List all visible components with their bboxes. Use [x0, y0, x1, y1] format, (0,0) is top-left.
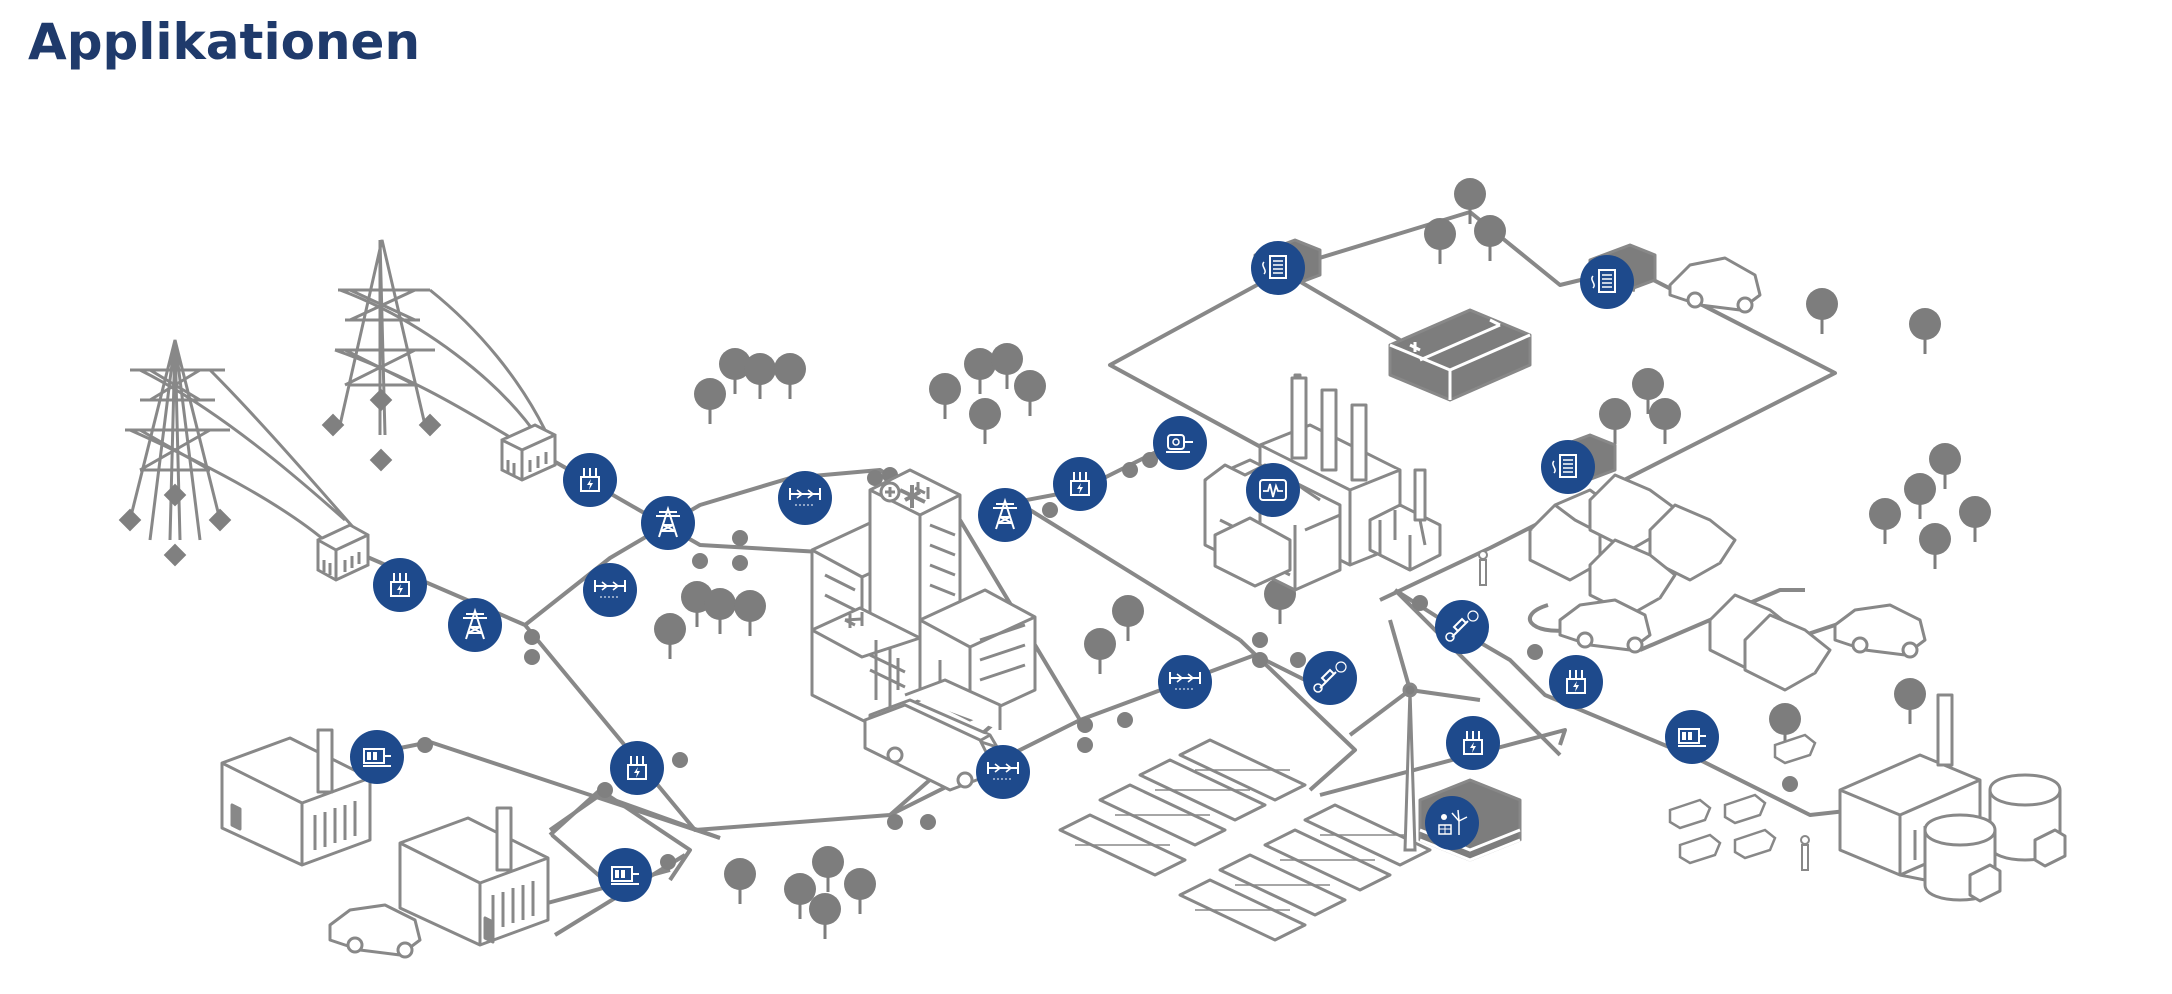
badge-generator-2	[598, 848, 652, 902]
badge-transformer-east	[1549, 655, 1603, 709]
power-plant-west	[220, 728, 372, 867]
badge-transformer-south	[610, 741, 664, 795]
badge-tower-west-2	[641, 496, 695, 550]
badge-motor	[1153, 416, 1207, 470]
badge-ev-charger-1	[1303, 651, 1357, 705]
badge-battery-storage-2	[1580, 255, 1634, 309]
cows	[1668, 733, 1817, 865]
hospital-building	[810, 468, 1037, 726]
badge-transformer-west-1	[373, 558, 427, 612]
badge-battery-storage-3	[1541, 440, 1595, 494]
badge-generator-1	[350, 730, 404, 784]
badge-battery-storage-1	[1251, 241, 1305, 295]
power-tower-west	[125, 339, 362, 547]
factory-building	[1203, 373, 1442, 592]
badge-transformer-wind	[1446, 716, 1500, 770]
badge-sync-3	[976, 745, 1030, 799]
people	[1478, 550, 1810, 871]
cars	[328, 256, 1927, 959]
page-title: Applikationen	[28, 13, 421, 71]
badge-sync-4	[1158, 655, 1212, 709]
biogas-plant	[1838, 693, 2067, 903]
badge-transformer-center	[1053, 457, 1107, 511]
badge-transformer-west-2	[563, 453, 617, 507]
wind-turbine	[1348, 619, 1481, 852]
badge-sync-1	[583, 563, 637, 617]
badge-power-quality	[1246, 463, 1300, 517]
badge-tower-west-1	[448, 598, 502, 652]
badge-tower-center	[978, 488, 1032, 542]
solar-fields	[1058, 738, 1432, 942]
grid-nodes	[417, 452, 1798, 870]
badge-ev-charger-2	[1435, 600, 1489, 654]
transformer-box-north	[500, 423, 557, 482]
badge-sync-2	[778, 471, 832, 525]
badge-generator-3	[1665, 710, 1719, 764]
power-plant-south	[398, 806, 550, 947]
application-badges	[350, 241, 1719, 902]
power-tower-north	[334, 239, 547, 442]
houses	[1528, 473, 1832, 692]
transformer-box-west	[316, 523, 370, 582]
badge-renewable-storage	[1425, 796, 1479, 850]
